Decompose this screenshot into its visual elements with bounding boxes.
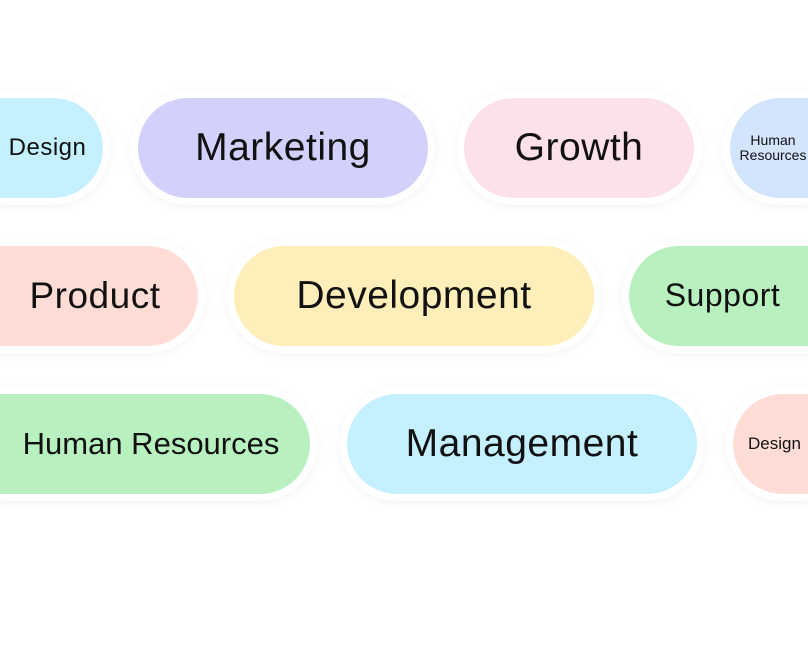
tag-label: Design [748, 433, 801, 453]
tag-label: Growth [514, 125, 644, 169]
tag-label: Design [8, 133, 87, 161]
tag-design[interactable]: Design [733, 394, 808, 494]
tag-management[interactable]: Management [347, 394, 697, 494]
tag-label: Human Resources [739, 131, 807, 163]
tag-label: Development [296, 273, 532, 317]
tag-support[interactable]: Support [629, 246, 808, 346]
tag-design[interactable]: Design [0, 98, 103, 198]
tag-human-resources[interactable]: Human Resources [730, 98, 808, 198]
tag-human-resources[interactable]: Human Resources [0, 394, 310, 494]
tag-product[interactable]: Product [0, 246, 198, 346]
tag-label: Marketing [195, 125, 371, 169]
tag-marketing[interactable]: Marketing [138, 98, 428, 198]
tag-label: Human Resources [22, 425, 280, 461]
tag-development[interactable]: Development [234, 246, 594, 346]
tag-label: Product [29, 274, 161, 316]
tag-growth[interactable]: Growth [464, 98, 694, 198]
tag-label: Support [664, 277, 781, 314]
tag-label: Management [405, 421, 639, 465]
